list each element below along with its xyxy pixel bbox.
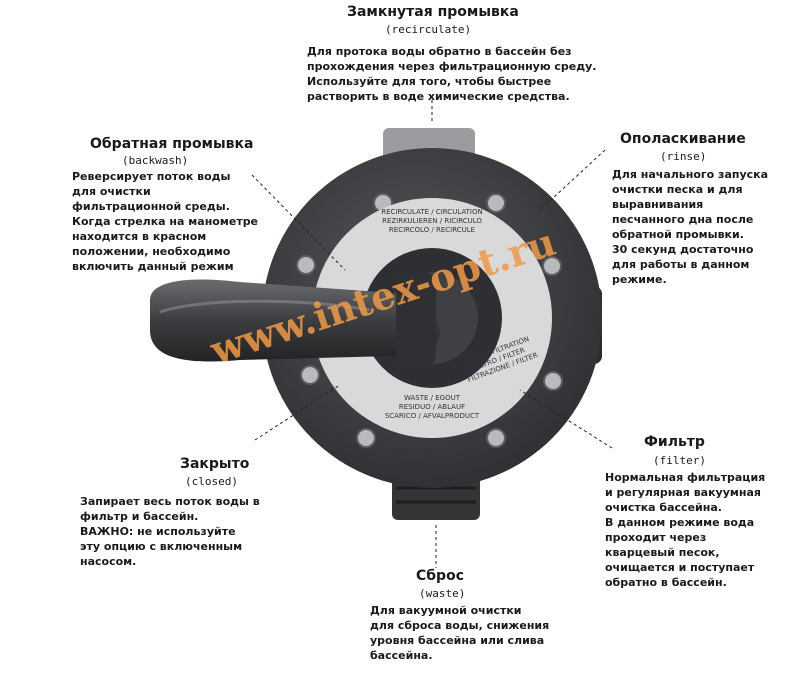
waste-subtitle: (waste): [419, 587, 466, 600]
recirculate-subtitle: (recirculate): [385, 23, 472, 36]
recirculate-title: Замкнутая промывка: [347, 4, 519, 20]
dial-waste-1: WASTE / EGOUT: [404, 394, 461, 402]
valve-handle[interactable]: [150, 272, 440, 368]
leader-lines: [251, 100, 613, 568]
dial-recirc-2: REZIRKULIEREN / RICIRCULO: [382, 217, 482, 225]
rinse-title: Ополаскивание: [620, 131, 746, 147]
dial-waste-3: SCARICO / AFVALPRODUCT: [385, 412, 480, 420]
rinse-subtitle: (rinse): [660, 150, 707, 163]
waste-title: Сброс: [416, 568, 464, 584]
backwash-title: Обратная промывка: [90, 136, 254, 152]
dial-recirc-3: RECIRCOLO / RECIRCULE: [389, 226, 475, 234]
dial-recirc-1: RECIRCULATE / CIRCULATION: [381, 208, 482, 216]
closed-subtitle: (closed): [185, 475, 238, 488]
filter-subtitle: (filter): [653, 454, 706, 467]
filter-title: Фильтр: [644, 434, 705, 450]
dial-waste-2: RESIDUO / ABLAUF: [399, 403, 465, 411]
closed-title: Закрыто: [180, 456, 250, 472]
backwash-subtitle: (backwash): [122, 154, 189, 167]
